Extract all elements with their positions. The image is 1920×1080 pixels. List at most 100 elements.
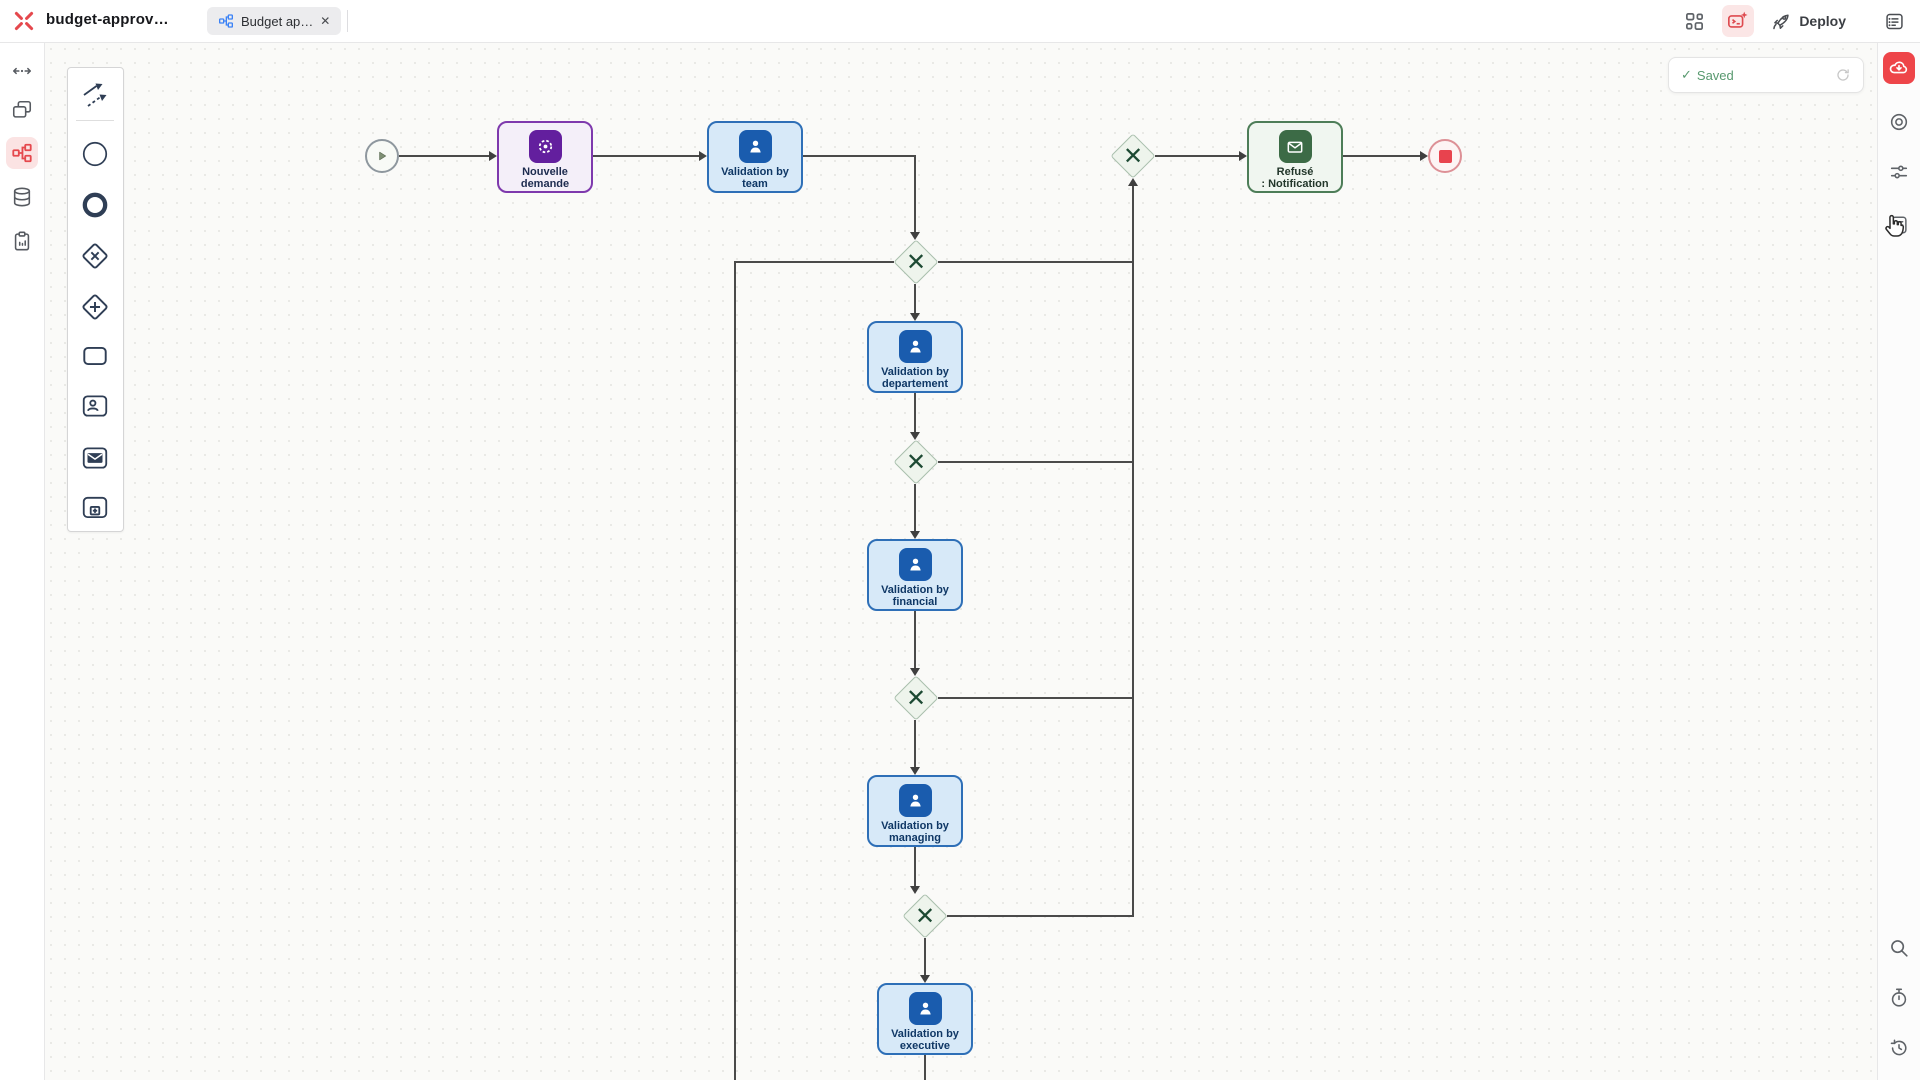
stop-square-icon xyxy=(1438,149,1452,163)
import-deploy-button[interactable] xyxy=(1883,52,1915,84)
grid-icon xyxy=(1685,12,1703,30)
check-icon: ✓ xyxy=(1681,67,1692,82)
sequence-flow-segment xyxy=(914,284,916,313)
sequence-flow-segment xyxy=(914,155,916,232)
console-sparkle-icon xyxy=(1728,11,1748,28)
sequence-flow-segment xyxy=(914,611,916,668)
palette-divider xyxy=(76,120,114,121)
form-panel-button[interactable] xyxy=(1883,209,1915,241)
bpmn-canvas[interactable]: ✓ Saved xyxy=(44,42,1878,1080)
layers-icon xyxy=(12,100,32,118)
tab-budget-approval[interactable]: Budget ap… ✕ xyxy=(207,7,342,35)
database-icon xyxy=(13,187,31,207)
sliders-icon xyxy=(1890,165,1908,179)
sidebar-item-resize[interactable] xyxy=(6,55,38,87)
start-event-tool[interactable] xyxy=(75,134,115,174)
sidebar-item-workflow[interactable] xyxy=(6,137,38,169)
automation-gear-icon xyxy=(528,130,562,163)
task-label: Refusé : Notification xyxy=(1261,166,1329,190)
sequence-flow-segment xyxy=(803,155,916,157)
page-title: budget-approv… xyxy=(46,11,169,28)
task-validation-managing[interactable]: Validation by managing xyxy=(867,775,963,847)
flow-arrowhead xyxy=(699,151,707,161)
task-label: Validation by team xyxy=(721,166,789,190)
task-validation-financial[interactable]: Validation by financial xyxy=(867,539,963,611)
right-sidebar xyxy=(1877,42,1920,1080)
playground-button[interactable] xyxy=(1722,5,1755,37)
end-event-tool[interactable] xyxy=(75,185,115,225)
connector-tool[interactable] xyxy=(75,75,115,115)
exclusive-gateway-node[interactable]: ✕ xyxy=(902,893,948,939)
sequence-flow-segment xyxy=(947,915,1134,917)
rocket-icon xyxy=(1773,13,1789,29)
sidebar-item-clipboard[interactable] xyxy=(6,225,38,257)
flow-arrowhead xyxy=(1128,178,1138,186)
dashboard-grid-button[interactable] xyxy=(1678,5,1710,37)
save-status-text: Saved xyxy=(1696,67,1734,83)
flow-arrowhead xyxy=(1239,151,1247,161)
task-label: Nouvelle demande xyxy=(520,166,570,190)
exclusive-gateway-tool[interactable] xyxy=(75,236,115,276)
user-icon xyxy=(738,130,772,163)
flow-arrowhead xyxy=(910,313,920,321)
sequence-flow-segment xyxy=(1155,155,1239,157)
subprocess-tool[interactable] xyxy=(75,488,115,528)
focus-view-button[interactable] xyxy=(1883,106,1915,138)
user-icon xyxy=(898,784,932,817)
save-status-toast: ✓ Saved xyxy=(1668,57,1864,93)
deploy-button[interactable]: Deploy xyxy=(1766,11,1850,32)
sequence-flow-segment xyxy=(914,393,916,432)
sequence-flow-segment xyxy=(593,155,699,157)
parallel-gateway-tool[interactable] xyxy=(75,287,115,327)
exclusive-gateway-node[interactable]: ✕ xyxy=(1110,133,1156,179)
flow-arrowhead xyxy=(1420,151,1428,161)
task-label: Validation by departement xyxy=(881,366,949,390)
stopwatch-icon xyxy=(1891,988,1907,1007)
flow-arrowhead xyxy=(910,668,920,676)
topbar-actions: Deploy xyxy=(1678,0,1910,42)
task-validation-departement[interactable]: Validation by departement xyxy=(867,321,963,393)
start-event-node[interactable] xyxy=(365,139,399,173)
changelog-button[interactable] xyxy=(1878,5,1910,37)
exclusive-gateway-node[interactable]: ✕ xyxy=(893,439,939,485)
properties-button[interactable] xyxy=(1883,156,1915,188)
gateway-x-icon: ✕ xyxy=(905,684,927,712)
sequence-flow-segment xyxy=(914,484,916,531)
focus-rings-icon xyxy=(1890,113,1908,131)
workflow-icon xyxy=(219,14,233,28)
message-task-tool[interactable] xyxy=(75,438,115,478)
exclusive-gateway-node[interactable]: ✕ xyxy=(893,675,939,721)
sequence-flow-segment xyxy=(399,155,490,157)
app-logo-icon xyxy=(14,11,34,31)
gateway-x-icon: ✕ xyxy=(1122,142,1144,170)
user-icon xyxy=(898,548,932,581)
search-icon xyxy=(1891,940,1908,957)
task-refuse-notification[interactable]: Refusé : Notification xyxy=(1247,121,1343,193)
exclusive-gateway-node[interactable]: ✕ xyxy=(893,239,939,285)
sequence-flow-segment xyxy=(735,261,894,263)
task-validation-executive[interactable]: Validation by executive xyxy=(877,983,973,1055)
user-task-tool[interactable] xyxy=(75,386,115,426)
tab-close-icon[interactable]: ✕ xyxy=(320,14,331,28)
play-icon xyxy=(379,151,387,161)
sequence-flow-segment xyxy=(938,261,1134,263)
end-event-node[interactable] xyxy=(1428,139,1462,173)
sequence-flow-segment xyxy=(914,720,916,767)
flow-arrowhead xyxy=(910,886,920,894)
history-button[interactable] xyxy=(1883,1032,1915,1064)
resize-horizontal-icon xyxy=(12,67,32,75)
timer-button[interactable] xyxy=(1883,982,1915,1014)
task-nouvelle-demande[interactable]: Nouvelle demande xyxy=(497,121,593,193)
sequence-flow-segment xyxy=(938,697,1134,699)
sidebar-item-pages[interactable] xyxy=(6,94,38,126)
task-validation-team[interactable]: Validation by team xyxy=(707,121,803,193)
task-tool[interactable] xyxy=(75,336,115,376)
task-label: Validation by managing xyxy=(881,820,949,844)
flow-arrowhead xyxy=(910,767,920,775)
refresh-icon[interactable] xyxy=(1835,67,1851,83)
flow-arrowhead xyxy=(910,531,920,539)
sidebar-item-data[interactable] xyxy=(6,181,38,213)
tool-palette xyxy=(67,67,124,532)
flow-arrowhead xyxy=(489,151,497,161)
search-button[interactable] xyxy=(1883,932,1915,964)
